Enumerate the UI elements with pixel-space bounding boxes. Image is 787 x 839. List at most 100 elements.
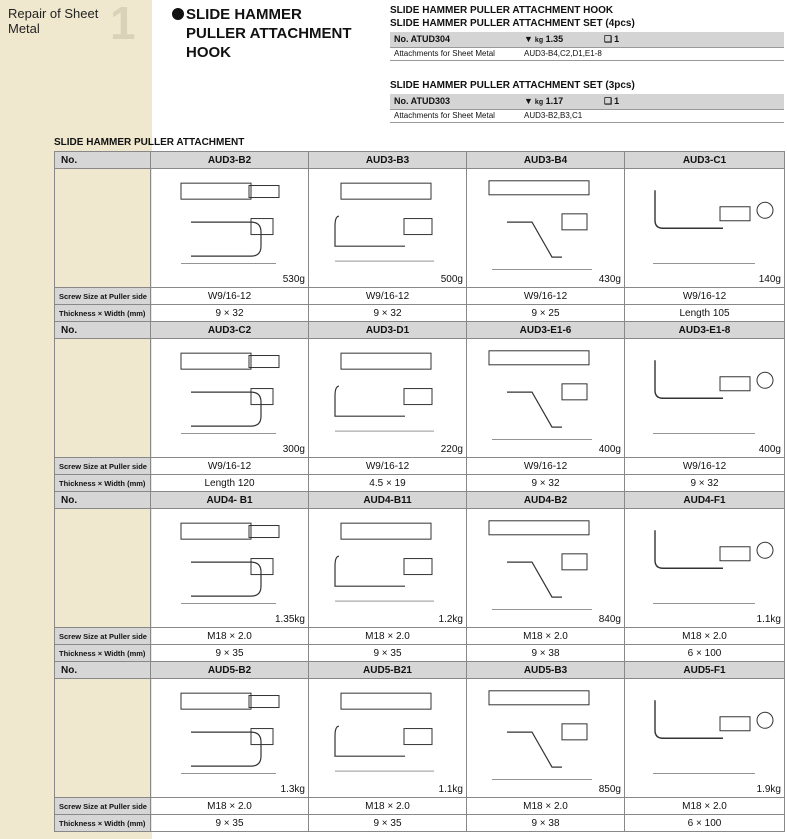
tool-weight: 1.1kg bbox=[438, 784, 463, 795]
tool-drawing bbox=[653, 700, 774, 774]
tool-drawing bbox=[334, 522, 434, 602]
model-number: AUD3-B2 bbox=[150, 151, 309, 169]
screw-size: M18 × 2.0 bbox=[624, 627, 785, 645]
attach-label: Attachments for Sheet Metal bbox=[390, 47, 520, 61]
title-line-1: SLIDE HAMMER bbox=[186, 6, 302, 23]
set-block-4pcs: SLIDE HAMMER PULLER ATTACHMENT HOOK SLID… bbox=[390, 5, 784, 61]
set-number: No. ATUD304 bbox=[390, 32, 520, 48]
thickness-width: 9 × 35 bbox=[308, 644, 467, 662]
box-icon: ❑ bbox=[604, 95, 613, 106]
drawing-cell: 400g bbox=[624, 338, 785, 458]
screw-size: W9/16-12 bbox=[150, 287, 309, 305]
tool-drawing bbox=[488, 350, 592, 440]
model-number: AUD3-B4 bbox=[466, 151, 625, 169]
thickness-width: 9 × 32 bbox=[624, 474, 785, 492]
thickness-label: Thickness × Width (mm) bbox=[54, 304, 151, 322]
thickness-width: Length 120 bbox=[150, 474, 309, 492]
title-line-2: PULLER ATTACHMENT bbox=[186, 25, 352, 42]
screw-size: W9/16-12 bbox=[466, 457, 625, 475]
screw-size: M18 × 2.0 bbox=[308, 627, 467, 645]
model-number: AUD5-B2 bbox=[150, 661, 309, 679]
screw-size: M18 × 2.0 bbox=[466, 627, 625, 645]
tool-weight: 840g bbox=[598, 614, 621, 625]
tool-drawing bbox=[334, 182, 434, 262]
screw-label: Screw Size at Puller side bbox=[54, 287, 151, 305]
set-weight-cell: ▼kg 1.17 bbox=[520, 94, 600, 110]
tool-drawing bbox=[180, 522, 280, 604]
drawing-row-spacer bbox=[54, 508, 151, 628]
thickness-width: 6 × 100 bbox=[624, 644, 785, 662]
set-weight-cell: ▼kg 1.35 bbox=[520, 32, 600, 48]
tool-drawing bbox=[334, 692, 434, 772]
no-label: No. bbox=[54, 491, 151, 509]
tool-drawing bbox=[488, 690, 592, 780]
model-number: AUD3-C1 bbox=[624, 151, 785, 169]
thickness-width: 9 × 32 bbox=[308, 304, 467, 322]
tool-weight: 1.3kg bbox=[280, 784, 305, 795]
screw-size: W9/16-12 bbox=[150, 457, 309, 475]
set-qty-cell: ❑1 bbox=[600, 94, 784, 110]
attach-value: AUD3-B4,C2,D1,E1-8 bbox=[520, 47, 784, 61]
no-label: No. bbox=[54, 321, 151, 339]
screw-label: Screw Size at Puller side bbox=[54, 797, 151, 815]
thickness-width: Length 105 bbox=[624, 304, 785, 322]
tool-drawing bbox=[653, 190, 774, 264]
drawing-cell: 500g bbox=[308, 168, 467, 288]
screw-size: M18 × 2.0 bbox=[624, 797, 785, 815]
no-label: No. bbox=[54, 151, 151, 169]
drawing-row-spacer bbox=[54, 338, 151, 458]
weight-icon: ▼ bbox=[524, 96, 533, 107]
tool-weight: 400g bbox=[758, 444, 781, 455]
thickness-width: 9 × 38 bbox=[466, 814, 625, 832]
thickness-width: 9 × 35 bbox=[150, 644, 309, 662]
thickness-width: 9 × 25 bbox=[466, 304, 625, 322]
tool-drawing bbox=[180, 692, 280, 774]
screw-size: M18 × 2.0 bbox=[308, 797, 467, 815]
tool-drawing bbox=[488, 520, 592, 610]
attachment-section-title: SLIDE HAMMER PULLER ATTACHMENT bbox=[54, 137, 245, 148]
tool-weight: 1.9kg bbox=[756, 784, 781, 795]
drawing-cell: 840g bbox=[466, 508, 625, 628]
model-number: AUD3-E1-6 bbox=[466, 321, 625, 339]
set-qty-cell: ❑1 bbox=[600, 32, 784, 48]
set-heading-main: SLIDE HAMMER PULLER ATTACHMENT HOOK bbox=[390, 5, 614, 16]
thickness-label: Thickness × Width (mm) bbox=[54, 644, 151, 662]
tool-weight: 850g bbox=[598, 784, 621, 795]
tool-weight: 140g bbox=[758, 274, 781, 285]
set-number: No. ATUD303 bbox=[390, 94, 520, 110]
screw-size: W9/16-12 bbox=[466, 287, 625, 305]
tool-weight: 300g bbox=[282, 444, 305, 455]
tool-weight: 500g bbox=[440, 274, 463, 285]
tool-weight: 1.2kg bbox=[438, 614, 463, 625]
drawing-cell: 1.35kg bbox=[150, 508, 309, 628]
attach-label: Attachments for Sheet Metal bbox=[390, 109, 520, 123]
screw-size: M18 × 2.0 bbox=[150, 797, 309, 815]
model-number: AUD4-F1 bbox=[624, 491, 785, 509]
thickness-width: 9 × 35 bbox=[150, 814, 309, 832]
screw-size: W9/16-12 bbox=[308, 457, 467, 475]
screw-size: M18 × 2.0 bbox=[466, 797, 625, 815]
model-number: AUD4-B11 bbox=[308, 491, 467, 509]
drawing-cell: 1.9kg bbox=[624, 678, 785, 798]
section-number: 1 bbox=[110, 0, 136, 49]
drawing-cell: 140g bbox=[624, 168, 785, 288]
tool-drawing bbox=[653, 360, 774, 434]
bullet-icon bbox=[172, 8, 184, 20]
title-line-3: HOOK bbox=[186, 44, 231, 61]
set-table: No. ATUD304 ▼kg 1.35 ❑1 Attachments for … bbox=[390, 32, 784, 61]
screw-size: W9/16-12 bbox=[308, 287, 467, 305]
model-number: AUD4- B1 bbox=[150, 491, 309, 509]
weight-icon: ▼ bbox=[524, 34, 533, 45]
drawing-cell: 850g bbox=[466, 678, 625, 798]
